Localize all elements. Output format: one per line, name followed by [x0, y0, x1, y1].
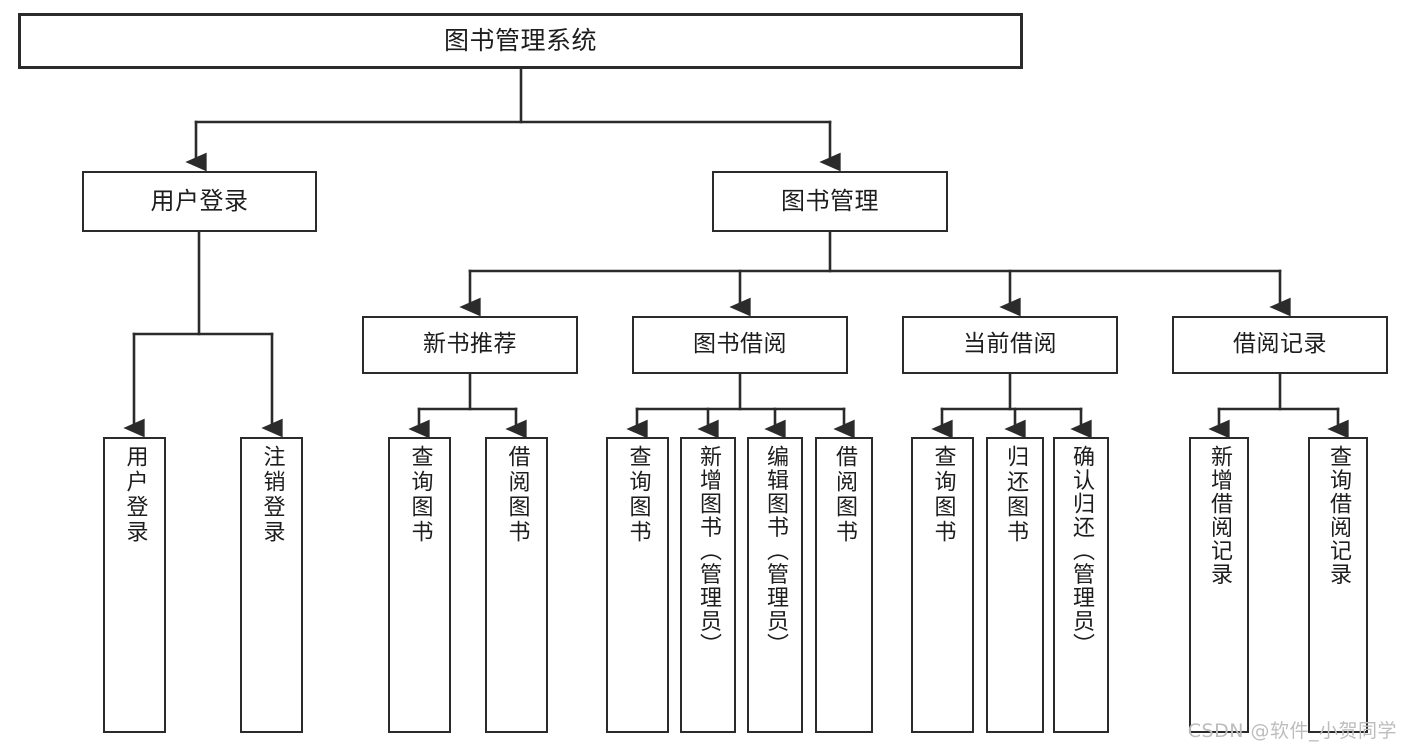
leaf-confirm-return[interactable]: 确认归还（管理员） — [1053, 437, 1109, 733]
node-book-manage-label: 图书管理 — [781, 187, 879, 216]
leaf-add-borrow-record[interactable]: 新增借阅记录 — [1189, 437, 1249, 733]
csdn-watermark: CSDN @软件_小贺同学 — [1187, 720, 1397, 742]
leaf-user-login-label: 用户登录 — [122, 445, 148, 545]
leaf-return-book-label: 归还图书 — [1003, 445, 1028, 545]
leaf-query-book-1[interactable]: 查询图书 — [388, 437, 451, 733]
node-root-label: 图书管理系统 — [443, 26, 597, 56]
node-current-borrow-label: 当前借阅 — [963, 331, 1057, 358]
leaf-query-borrow-record[interactable]: 查询借阅记录 — [1308, 437, 1368, 733]
leaf-add-borrow-record-label: 新增借阅记录 — [1207, 445, 1232, 586]
leaf-borrow-book-1[interactable]: 借阅图书 — [485, 437, 548, 733]
node-book-borrow[interactable]: 图书借阅 — [632, 316, 848, 374]
leaf-edit-book[interactable]: 编辑图书（管理员） — [747, 437, 803, 733]
node-user-login[interactable]: 用户登录 — [82, 171, 317, 232]
leaf-user-login[interactable]: 用户登录 — [103, 437, 166, 733]
node-book-manage[interactable]: 图书管理 — [712, 171, 948, 232]
leaf-add-book-label: 新增图书（管理员） — [696, 445, 721, 657]
leaf-confirm-return-label: 确认归还（管理员） — [1069, 445, 1094, 657]
leaf-query-book-2[interactable]: 查询图书 — [606, 437, 669, 733]
node-root[interactable]: 图书管理系统 — [18, 13, 1023, 69]
leaf-query-book-1-label: 查询图书 — [407, 445, 433, 545]
leaf-return-book[interactable]: 归还图书 — [986, 437, 1044, 733]
leaf-query-book-3-label: 查询图书 — [930, 445, 956, 545]
leaf-user-logout-label: 注销登录 — [259, 445, 285, 545]
leaf-query-borrow-record-label: 查询借阅记录 — [1326, 445, 1351, 586]
leaf-borrow-book-2-label: 借阅图书 — [832, 445, 857, 545]
node-borrow-record-label: 借阅记录 — [1233, 331, 1327, 358]
node-user-login-label: 用户登录 — [150, 187, 249, 216]
leaf-query-book-3[interactable]: 查询图书 — [911, 437, 974, 733]
leaf-edit-book-label: 编辑图书（管理员） — [763, 445, 788, 657]
leaf-add-book[interactable]: 新增图书（管理员） — [680, 437, 736, 733]
node-new-book-recommend-label: 新书推荐 — [423, 331, 517, 358]
node-current-borrow[interactable]: 当前借阅 — [902, 316, 1118, 374]
node-new-book-recommend[interactable]: 新书推荐 — [362, 316, 578, 374]
node-borrow-record[interactable]: 借阅记录 — [1172, 316, 1388, 374]
leaf-query-book-2-label: 查询图书 — [625, 445, 651, 545]
leaf-borrow-book-1-label: 借阅图书 — [504, 445, 530, 545]
node-book-borrow-label: 图书借阅 — [693, 331, 787, 358]
leaf-borrow-book-2[interactable]: 借阅图书 — [815, 437, 873, 733]
leaf-user-logout[interactable]: 注销登录 — [240, 437, 303, 733]
